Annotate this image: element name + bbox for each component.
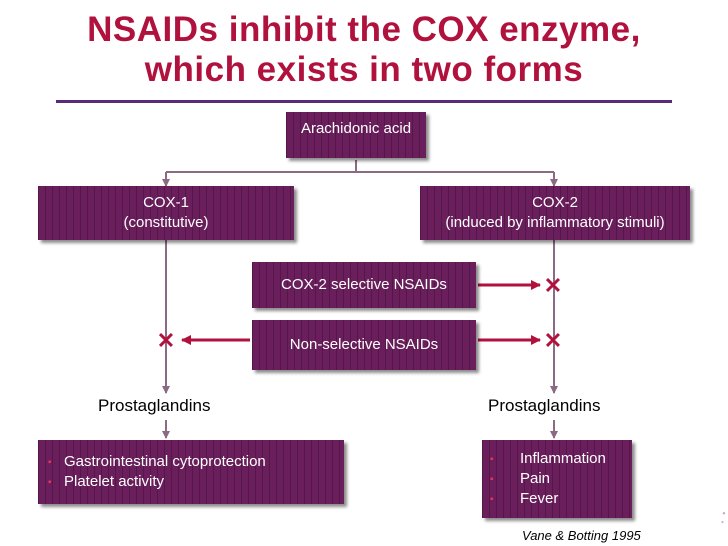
outcome-list-item: ▪ Pain (490, 469, 606, 489)
bullet-icon: ▪ (490, 454, 494, 465)
outcome-text: Gastrointestinal cytoprotection (64, 453, 266, 470)
inhibit-mark-cox1-by-nonselective: ✕ (157, 328, 175, 353)
outcome-text: Fever (520, 490, 559, 507)
bullet-icon: ▪ (48, 457, 52, 468)
outcome-text: Platelet activity (64, 473, 165, 490)
cox2-selective-nsaids-label: COX-2 selective NSAIDs (281, 276, 447, 293)
outcome-text: Pain (520, 470, 551, 487)
outcome-list-item: ▪ Gastrointestinal cytoprotection (48, 452, 266, 472)
arachidonic-acid-label: Arachidonic acid (300, 120, 412, 137)
non-selective-nsaids-box: Non-selective NSAIDs (252, 320, 476, 370)
cox2-sublabel: (induced by inflammatory stimuli) (445, 214, 665, 231)
outcome-list-item: ▪ Fever (490, 489, 606, 509)
cox1-sublabel: (constitutive) (123, 214, 209, 231)
prostaglandins-right-label: Prostaglandins (488, 396, 601, 415)
outcome-list-item: ▪ Platelet activity (48, 472, 266, 492)
prostaglandins-left-label: Prostaglandins (98, 396, 211, 415)
swirl-logo-icon (721, 512, 726, 524)
arachidonic-acid-box: Arachidonic acid (286, 112, 426, 158)
cox2-selective-nsaids-box: COX-2 selective NSAIDs (252, 262, 476, 308)
cox2-label: COX-2 (532, 194, 578, 211)
title-divider (56, 100, 672, 103)
bullet-icon: ▪ (490, 494, 494, 505)
cox2-box: COX-2 (induced by inflammatory stimuli) (420, 186, 690, 240)
citation-credit: Vane & Botting 1995 (522, 528, 641, 543)
cox2-outcomes-list: ▪ Inflammation ▪ Pain ▪ Fever (490, 449, 606, 509)
cox1-outcomes-box: ▪ Gastrointestinal cytoprotection ▪ Platele… (38, 440, 344, 504)
bullet-icon: ▪ (490, 474, 494, 485)
cox1-label: COX-1 (143, 194, 189, 211)
title-line-2: which exists in two forms (144, 50, 584, 89)
slide-title: NSAIDs inhibit the COX enzyme, which exi… (0, 10, 728, 90)
cox2-outcomes-box: ▪ Inflammation ▪ Pain ▪ Fever (482, 440, 632, 518)
outcome-text: Inflammation (520, 450, 606, 467)
bullet-icon: ▪ (48, 477, 52, 488)
cox1-outcomes-list: ▪ Gastrointestinal cytoprotection ▪ Platele… (48, 452, 266, 492)
inhibit-mark-cox2-by-nonselective: ✕ (544, 328, 562, 353)
title-line-1: NSAIDs inhibit the COX enzyme, (87, 10, 641, 49)
inhibit-mark-cox2-by-selective: ✕ (544, 273, 562, 298)
outcome-list-item: ▪ Inflammation (490, 449, 606, 469)
non-selective-nsaids-label: Non-selective NSAIDs (289, 336, 439, 353)
cox1-box: COX-1 (constitutive) (38, 186, 294, 240)
